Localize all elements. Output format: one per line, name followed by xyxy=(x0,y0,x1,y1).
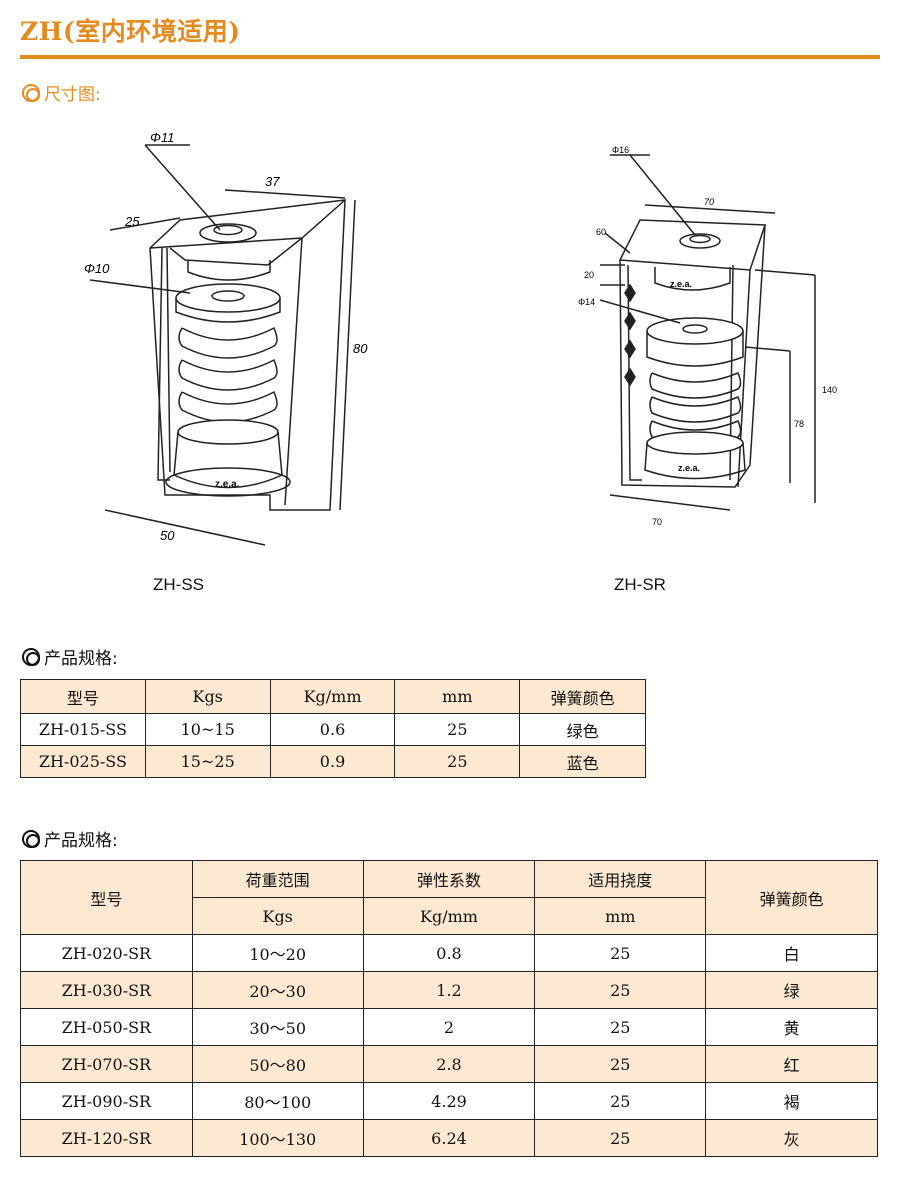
spec-section-label-2: 产品规格: xyxy=(44,831,118,851)
unit-kgmm: Kg/mm xyxy=(362,897,536,935)
spec-section-heading-1: 产品规格: xyxy=(22,644,118,669)
cell-rate: 4.29 xyxy=(362,1082,536,1120)
table-row: ZH-070-SR 50～80 2.8 25 红 xyxy=(20,1045,878,1083)
cell-deflection: 25 xyxy=(534,1082,707,1120)
cell-load: 50～80 xyxy=(191,1045,364,1083)
sr-plate-dim: 20 xyxy=(584,270,594,280)
header-kgs: Kgs xyxy=(144,679,271,714)
zh-sr-model-label: ZH-SR xyxy=(614,575,666,594)
page-title: ZH(室内环境适用) xyxy=(20,17,241,46)
zh-sr-dimension-drawing: Φ16 70 60 20 Φ14 140 78 70 z.e.a. z.e.a. xyxy=(578,145,837,527)
cell-deflection: 25 xyxy=(394,713,521,746)
double-circle-icon xyxy=(22,83,40,102)
double-circle-icon xyxy=(22,829,40,848)
cell-model: ZH-050-SR xyxy=(20,1008,193,1046)
spec-table-ss: 型号 Kgs Kg/mm mm 弹簧颜色 ZH-015-SS 10~15 0.6… xyxy=(20,679,646,778)
ss-height-dim: 80 xyxy=(353,341,368,356)
cell-color: 绿 xyxy=(705,971,878,1009)
cell-deflection: 25 xyxy=(534,934,707,972)
sr-height-dim: 140 xyxy=(822,385,837,395)
cell-deflection: 25 xyxy=(534,1008,707,1046)
cell-model: ZH-070-SR xyxy=(20,1045,193,1083)
header-model: 型号 xyxy=(20,679,146,714)
cell-deflection: 25 xyxy=(534,971,707,1009)
cell-model: ZH-090-SR xyxy=(20,1082,193,1120)
cell-deflection: 25 xyxy=(534,1119,707,1157)
cell-load: 10～20 xyxy=(191,934,364,972)
cell-model: ZH-025-SS xyxy=(20,745,146,778)
table-row: ZH-020-SR 10～20 0.8 25 白 xyxy=(20,934,878,972)
ss-base-dim: 50 xyxy=(160,528,175,543)
table-row: ZH-090-SR 80～100 4.29 25 褐 xyxy=(20,1082,878,1120)
cell-deflection: 25 xyxy=(534,1045,707,1083)
cell-rate: 0.9 xyxy=(269,745,396,778)
unit-kgs: Kgs xyxy=(191,897,364,935)
cell-color: 黄 xyxy=(705,1008,878,1046)
zh-ss-model-label: ZH-SS xyxy=(153,575,204,594)
sr-base-dim: 70 xyxy=(652,517,662,527)
title-divider xyxy=(20,55,880,59)
table-row: ZH-025-SS 15~25 0.9 25 蓝色 xyxy=(20,745,646,778)
cell-model: ZH-030-SR xyxy=(20,971,193,1009)
cell-load: 100～130 xyxy=(191,1119,364,1157)
table-header-row: 型号 荷重范围 弹性系数 适用挠度 弹簧颜色 xyxy=(20,860,878,935)
cell-rate: 2.8 xyxy=(362,1045,536,1083)
cell-model: ZH-120-SR xyxy=(20,1119,193,1157)
cell-load: 15~25 xyxy=(144,745,271,778)
sr-brand-mark-base: z.e.a. xyxy=(678,463,700,473)
table-row: ZH-015-SS 10~15 0.6 25 绿色 xyxy=(20,713,646,746)
cell-rate: 0.8 xyxy=(362,934,536,972)
spec-table-sr: 型号 荷重范围 弹性系数 适用挠度 弹簧颜色 Kgs Kg/mm mm ZH-0… xyxy=(20,860,878,1157)
sr-top-hole-dim: Φ16 xyxy=(612,145,629,155)
table-row: ZH-030-SR 20～30 1.2 25 绿 xyxy=(20,971,878,1009)
cell-rate: 1.2 xyxy=(362,971,536,1009)
cell-rate: 0.6 xyxy=(269,713,396,746)
cell-deflection: 25 xyxy=(394,745,521,778)
sr-spring-height-dim: 78 xyxy=(794,419,804,429)
header-model: 型号 xyxy=(20,860,193,935)
table-unit-row: Kgs Kg/mm mm xyxy=(21,897,878,935)
zh-ss-dimension-drawing: Φ11 37 25 Φ10 80 50 z.e.a. xyxy=(84,130,368,546)
sr-width-dim: 70 xyxy=(704,197,714,207)
double-circle-icon xyxy=(22,647,40,666)
cell-color: 灰 xyxy=(705,1119,878,1157)
cell-color: 蓝色 xyxy=(519,745,646,778)
header-spring-rate: 弹性系数 xyxy=(362,860,536,898)
cell-color: 红 xyxy=(705,1045,878,1083)
cell-color: 白 xyxy=(705,934,878,972)
table-row: ZH-120-SR 100～130 6.24 25 灰 xyxy=(20,1119,878,1157)
header-spring-color: 弹簧颜色 xyxy=(519,679,646,714)
cell-model: ZH-020-SR xyxy=(20,934,193,972)
cell-rate: 2 xyxy=(362,1008,536,1046)
sr-spring-hole-dim: Φ14 xyxy=(578,297,595,307)
table-row: ZH-050-SR 30～50 2 25 黄 xyxy=(20,1008,878,1046)
table-header-row: 型号 Kgs Kg/mm mm 弹簧颜色 xyxy=(20,679,646,714)
spec-section-heading-2: 产品规格: xyxy=(22,826,118,851)
cell-load: 80～100 xyxy=(191,1082,364,1120)
cell-model: ZH-015-SS xyxy=(20,713,146,746)
cell-load: 20～30 xyxy=(191,971,364,1009)
ss-width-dim: 37 xyxy=(265,174,280,189)
cell-load: 10~15 xyxy=(144,713,271,746)
sr-brand-mark-top: z.e.a. xyxy=(670,279,692,289)
sr-depth-dim: 60 xyxy=(596,227,606,237)
header-deflection: 适用挠度 xyxy=(534,860,707,898)
header-spring-color: 弹簧颜色 xyxy=(705,860,878,935)
dimension-section-heading: 尺寸图: xyxy=(22,80,101,105)
header-kgmm: Kg/mm xyxy=(269,679,396,714)
cell-color: 绿色 xyxy=(519,713,646,746)
ss-top-hole-dim: Φ11 xyxy=(150,130,174,145)
dimension-section-label: 尺寸图: xyxy=(44,85,101,105)
cell-rate: 6.24 xyxy=(362,1119,536,1157)
cell-color: 褐 xyxy=(705,1082,878,1120)
header-load-range: 荷重范围 xyxy=(191,860,364,898)
ss-brand-mark: z.e.a. xyxy=(215,479,240,490)
spec-section-label-1: 产品规格: xyxy=(44,649,118,669)
ss-depth-dim: 25 xyxy=(124,214,140,229)
unit-mm: mm xyxy=(534,897,707,935)
cell-load: 30～50 xyxy=(191,1008,364,1046)
ss-spring-hole-dim: Φ10 xyxy=(84,261,110,276)
header-mm: mm xyxy=(394,679,521,714)
